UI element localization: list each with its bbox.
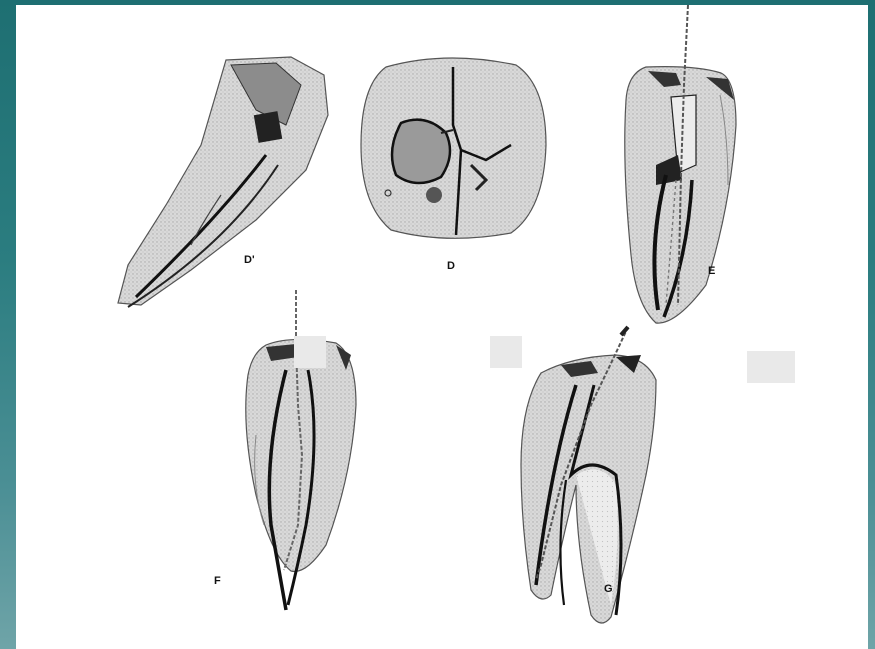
tooth-d-occlusal	[361, 58, 546, 238]
label-d: D	[447, 261, 455, 272]
label-f: F	[214, 576, 221, 587]
masked-label-box-3	[747, 351, 795, 383]
masked-label-box-2	[490, 336, 522, 368]
label-d-prime: D'	[244, 255, 255, 266]
label-g: G	[604, 584, 613, 595]
illustration-panel: D' D E F G	[16, 5, 868, 649]
tooth-d-prime	[118, 57, 328, 307]
tooth-e	[625, 5, 736, 323]
tooth-g	[521, 327, 656, 623]
tooth-illustrations	[16, 5, 868, 649]
label-e: E	[708, 266, 715, 277]
masked-label-box-1	[294, 336, 326, 368]
